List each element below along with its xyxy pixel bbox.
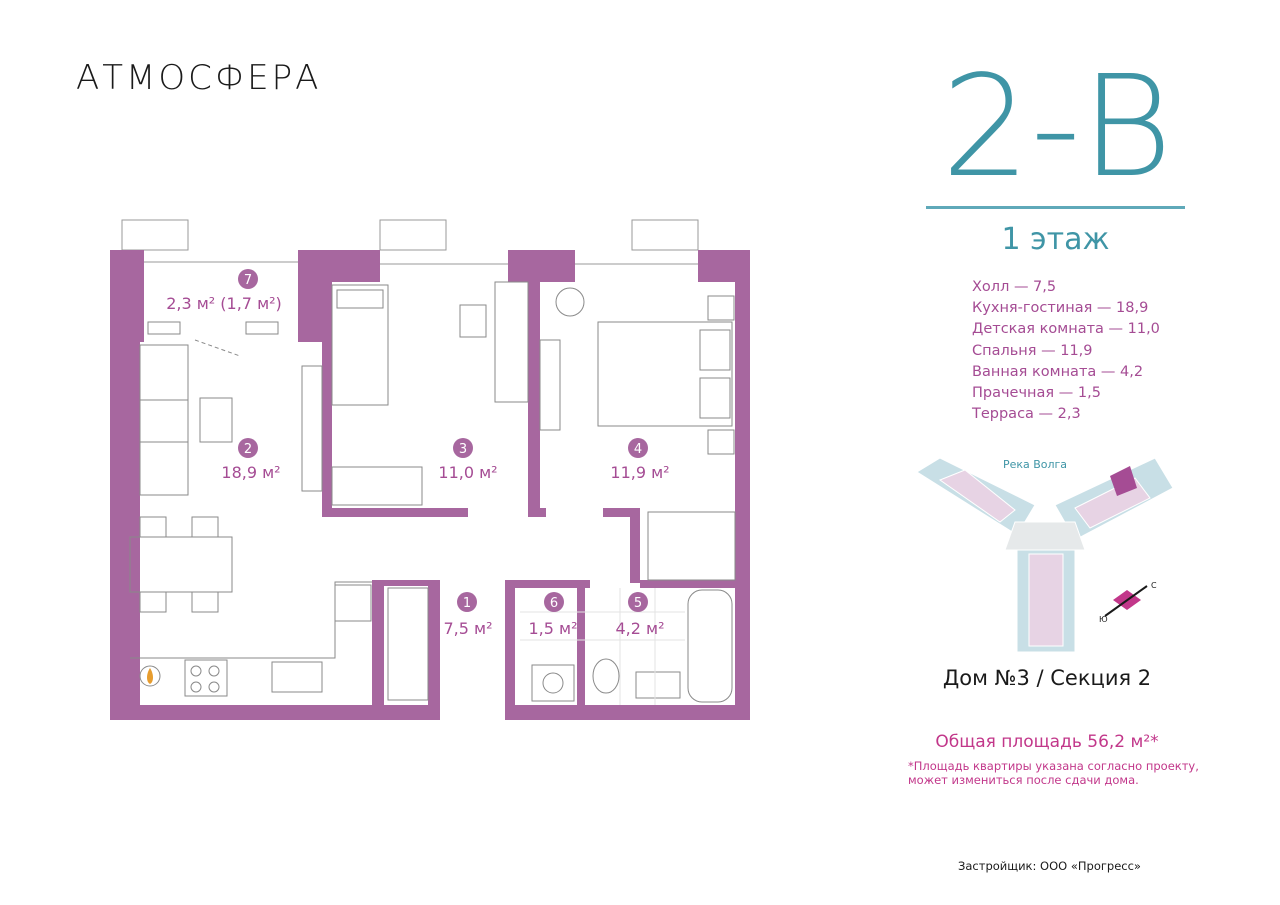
developer-label: Застройщик: ООО «Прогресс» bbox=[958, 859, 1141, 873]
rooms-summary-item: Спальня — 11,9 bbox=[972, 342, 1093, 359]
brand-logo: АТМОСФЕРА bbox=[76, 58, 322, 98]
tv-unit bbox=[301, 365, 323, 492]
footnote-line: *Площадь квартиры указана согласно проек… bbox=[908, 759, 1199, 773]
room-number: 1 bbox=[463, 596, 471, 611]
nightstand bbox=[707, 429, 735, 455]
double-bed bbox=[597, 321, 733, 427]
kids-wardrobe bbox=[331, 466, 423, 506]
building-section-label: Дом №3 / Секция 2 bbox=[942, 666, 1152, 690]
room-area: 11,9 м² bbox=[610, 463, 669, 482]
room-number: 3 bbox=[459, 442, 467, 457]
kids-bed bbox=[331, 284, 389, 406]
room-marker-3: 3 11,0 м² bbox=[438, 438, 498, 482]
dining-table bbox=[129, 536, 233, 593]
rooms-summary-item: Детская комната — 11,0 bbox=[972, 321, 1160, 338]
room-marker-1: 1 7,5 м² bbox=[443, 592, 493, 638]
desk-chair bbox=[459, 304, 487, 338]
kitchen-appliance bbox=[334, 584, 372, 622]
floor-plan: 7 2,3 м² (1,7 м²) 2 18,9 м² 3 11,0 м² 4 … bbox=[110, 219, 750, 720]
compass-letter: С bbox=[1151, 581, 1157, 590]
room-marker-5: 5 4,2 м² bbox=[615, 592, 665, 638]
room-number: 7 bbox=[244, 273, 252, 288]
room-area: 2,3 м² (1,7 м²) bbox=[166, 294, 282, 313]
nightstand bbox=[707, 295, 735, 321]
bathroom-tiles bbox=[520, 588, 685, 705]
chair bbox=[191, 591, 219, 613]
total-area: Общая площадь 56,2 м²* bbox=[935, 732, 1159, 752]
furniture bbox=[129, 281, 736, 703]
compass-letter: Ю bbox=[1099, 615, 1108, 624]
apartment-code: 2-В bbox=[941, 46, 1173, 209]
room-area: 11,0 м² bbox=[438, 463, 497, 482]
bedroom-wardrobe bbox=[647, 511, 736, 581]
bathtub bbox=[687, 589, 733, 703]
room-number: 5 bbox=[634, 596, 642, 611]
footnote-line: может измениться после сдачи дома. bbox=[908, 773, 1139, 787]
washing-machine bbox=[531, 664, 575, 702]
room-marker-7: 7 2,3 м² (1,7 м²) bbox=[166, 269, 282, 313]
title-divider bbox=[926, 206, 1185, 209]
chair bbox=[191, 516, 219, 538]
room-marker-6: 6 1,5 м² bbox=[528, 592, 578, 638]
room-area: 1,5 м² bbox=[528, 619, 577, 638]
bedroom-shelf bbox=[539, 339, 561, 431]
gas-flame-icon bbox=[139, 665, 161, 687]
terrace-chair bbox=[147, 321, 181, 335]
hall-wardrobe bbox=[387, 587, 429, 701]
building-wings bbox=[916, 457, 1174, 653]
site-map: Река Волга С Ю bbox=[916, 457, 1174, 653]
cooktop bbox=[184, 659, 228, 697]
floor-label: 1 этаж bbox=[1001, 222, 1110, 257]
rooms-summary-list: Холл — 7,5 Кухня-гостиная — 18,9 Детская… bbox=[972, 277, 1160, 425]
desk bbox=[494, 281, 529, 403]
rooms-summary-item: Терраса — 2,3 bbox=[972, 406, 1081, 423]
room-area: 4,2 м² bbox=[615, 619, 664, 638]
rooms-summary-item: Прачечная — 1,5 bbox=[972, 385, 1101, 402]
room-area: 18,9 м² bbox=[221, 463, 280, 482]
apartment-highlight bbox=[1110, 466, 1137, 496]
terrace-chair bbox=[245, 321, 279, 335]
kitchen-sink bbox=[271, 661, 323, 693]
river-label: Река Волга bbox=[1003, 458, 1067, 471]
armchair bbox=[555, 287, 585, 317]
window-frames bbox=[121, 219, 699, 265]
sofa bbox=[139, 344, 189, 496]
area-footnote: *Площадь квартиры указана согласно проек… bbox=[908, 759, 1208, 787]
room-number: 4 bbox=[634, 442, 642, 457]
bathroom-sink bbox=[635, 671, 681, 699]
chair bbox=[139, 516, 167, 538]
room-marker-4: 4 11,9 м² bbox=[610, 438, 670, 482]
toilet bbox=[592, 658, 620, 694]
rooms-summary-item: Холл — 7,5 bbox=[972, 279, 1057, 295]
coffee-table bbox=[199, 397, 233, 443]
room-marker-2: 2 18,9 м² bbox=[221, 438, 281, 482]
compass-icon: С Ю bbox=[1099, 581, 1157, 624]
rooms-summary-item: Ванная комната — 4,2 bbox=[972, 363, 1144, 380]
room-area: 7,5 м² bbox=[443, 619, 492, 638]
room-number: 6 bbox=[550, 596, 558, 611]
walls bbox=[110, 250, 750, 720]
chair bbox=[139, 591, 167, 613]
room-number: 2 bbox=[244, 442, 252, 457]
rooms-summary-item: Кухня-гостиная — 18,9 bbox=[972, 300, 1149, 317]
